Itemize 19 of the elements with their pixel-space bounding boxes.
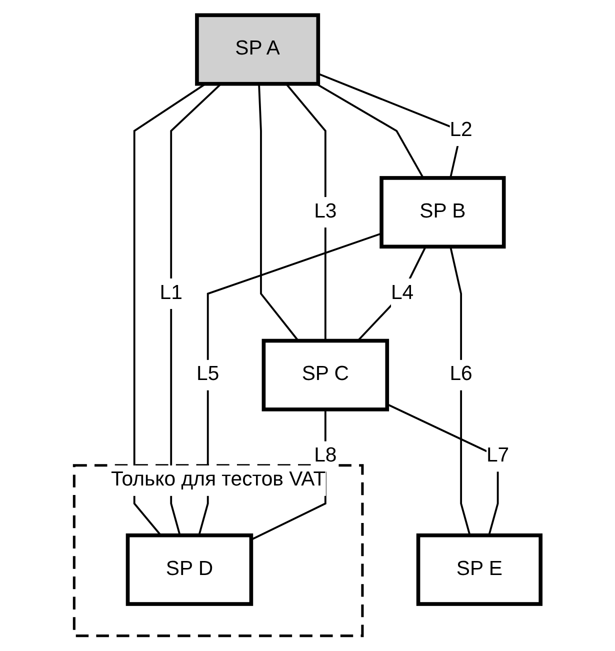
edge-label: L2: [450, 119, 472, 142]
edge-label: L5: [196, 364, 220, 386]
edge-label: L3: [314, 200, 337, 222]
connector: [198, 232, 382, 536]
node-box: SP D: [126, 533, 254, 606]
connector: [170, 83, 222, 536]
edge-label: L1: [160, 282, 183, 304]
connector: [134, 83, 206, 536]
node-box: SP B: [380, 176, 506, 249]
connector: [258, 84, 300, 342]
edge-label: L7: [486, 445, 510, 467]
connector: [316, 83, 424, 178]
node-box: SP E: [416, 533, 543, 606]
node-box: SP A: [195, 13, 320, 86]
edge-label: L4: [391, 282, 414, 304]
edge-label: L6: [450, 364, 472, 386]
node-box: SP C: [262, 338, 390, 412]
connector: [357, 246, 427, 342]
edge-label: L8: [314, 445, 337, 467]
